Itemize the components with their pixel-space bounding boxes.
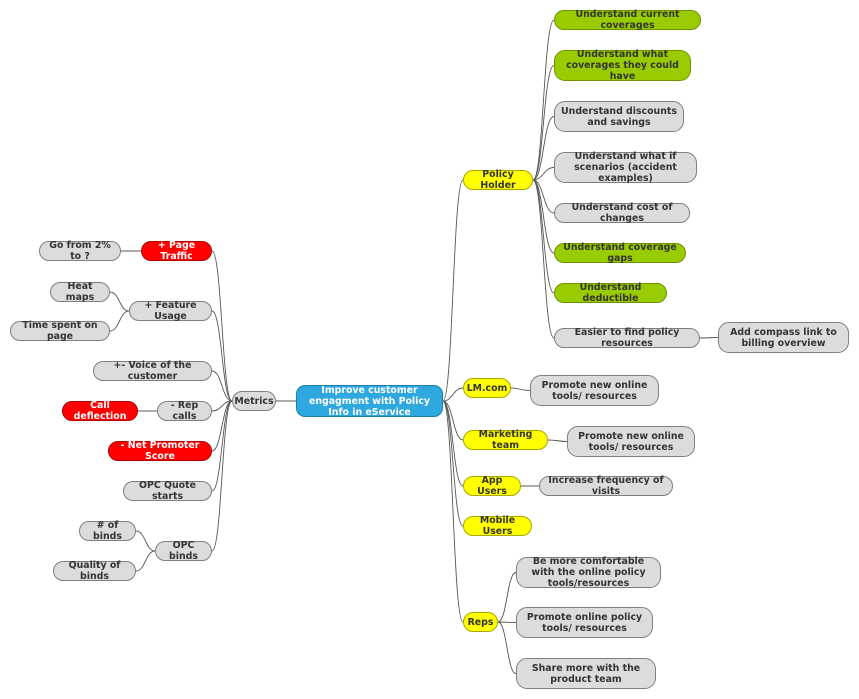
net-promoter-score-node[interactable]: - Net Promoter Score xyxy=(108,440,212,462)
marketing-promote-tools-node[interactable]: Promote new online tools/ resources xyxy=(567,426,695,457)
connector-lm xyxy=(442,387,464,402)
connector-ph xyxy=(442,179,464,402)
voice-of-customer-node[interactable]: +- Voice of the customer xyxy=(93,360,212,382)
connector-reps xyxy=(442,400,464,623)
understand-current-coverages-node[interactable]: Understand current coverages xyxy=(554,9,701,31)
connector-opcb xyxy=(211,400,233,552)
policy-holder-node[interactable]: Policy Holder xyxy=(463,169,533,191)
marketing-team-node[interactable]: Marketing team xyxy=(463,429,548,451)
lm-com-node[interactable]: LM.com xyxy=(463,378,511,398)
heat-maps-node[interactable]: Heat maps xyxy=(50,281,110,303)
reps-comfortable-node[interactable]: Be more comfortable with the online poli… xyxy=(516,556,661,589)
opc-binds-node[interactable]: OPC binds xyxy=(155,540,212,562)
reps-promote-tools-node[interactable]: Promote online policy tools/ resources xyxy=(516,607,653,638)
quality-of-binds-node[interactable]: Quality of binds xyxy=(53,560,136,582)
connector-opcq xyxy=(211,400,233,492)
understand-what-if-scenarios-node[interactable]: Understand what if scenarios (accident e… xyxy=(554,151,697,184)
number-of-binds-node[interactable]: # of binds xyxy=(79,520,136,542)
increase-frequency-node[interactable]: Increase frequency of visits xyxy=(539,475,673,497)
understand-cost-of-changes-node[interactable]: Understand cost of changes xyxy=(554,202,690,224)
connector-fu1 xyxy=(109,310,130,332)
understand-deductible-node[interactable]: Understand deductible xyxy=(554,282,667,304)
connector-mob xyxy=(442,400,464,527)
connector-ph5 xyxy=(532,179,555,254)
connector-ph7 xyxy=(532,179,555,339)
connector-reps1 xyxy=(497,621,517,623)
connector-mkt0 xyxy=(547,439,568,442)
reps-node[interactable]: Reps xyxy=(463,612,498,632)
connector-voc xyxy=(211,370,233,402)
rep-calls-node[interactable]: - Rep calls xyxy=(157,400,212,422)
connector-pt xyxy=(211,250,233,402)
mobile-users-node[interactable]: Mobile Users xyxy=(463,515,532,537)
connector-reps0 xyxy=(497,572,517,623)
connector-ph7a xyxy=(699,337,719,339)
connector-ph3 xyxy=(532,167,555,181)
connector-fu0 xyxy=(109,291,130,312)
understand-coverage-gaps-node[interactable]: Understand coverage gaps xyxy=(554,242,686,264)
opc-quote-starts-node[interactable]: OPC Quote starts xyxy=(123,480,212,502)
lm-com-promote-tools-node[interactable]: Promote new online tools/ resources xyxy=(530,375,659,406)
feature-usage-node[interactable]: + Feature Usage xyxy=(129,300,212,322)
metrics-node[interactable]: Metrics xyxy=(232,391,276,411)
connector-ph1 xyxy=(532,65,555,181)
go-from-2-percent-node[interactable]: Go from 2% to ? xyxy=(39,240,121,262)
connector-ph0 xyxy=(532,19,555,181)
connector-fu xyxy=(211,310,233,402)
easier-to-find-policy-resources-node[interactable]: Easier to find policy resources xyxy=(554,327,700,349)
central-topic[interactable]: Improve customer engagment with Policy I… xyxy=(296,385,443,418)
connector-opcb0 xyxy=(135,530,156,552)
time-spent-on-page-node[interactable]: Time spent on page xyxy=(10,320,110,342)
connector-ph2 xyxy=(532,116,555,181)
connector-rc xyxy=(211,400,233,412)
connector-opcb1 xyxy=(135,550,156,572)
understand-discounts-node[interactable]: Understand discounts and savings xyxy=(554,101,684,132)
page-traffic-node[interactable]: + Page Traffic xyxy=(141,240,212,262)
connector-mkt xyxy=(442,400,464,441)
add-compass-link-node[interactable]: Add compass link to billing overview xyxy=(718,322,849,353)
connector-lm0 xyxy=(510,387,531,391)
understand-what-coverages-node[interactable]: Understand what coverages they could hav… xyxy=(554,49,691,82)
call-deflection-node[interactable]: Call deflection xyxy=(62,400,138,422)
reps-share-with-product-team-node[interactable]: Share more with the product team xyxy=(516,658,656,689)
connector-app xyxy=(442,400,464,487)
connector-reps2 xyxy=(497,621,517,674)
app-users-node[interactable]: App Users xyxy=(463,475,521,497)
